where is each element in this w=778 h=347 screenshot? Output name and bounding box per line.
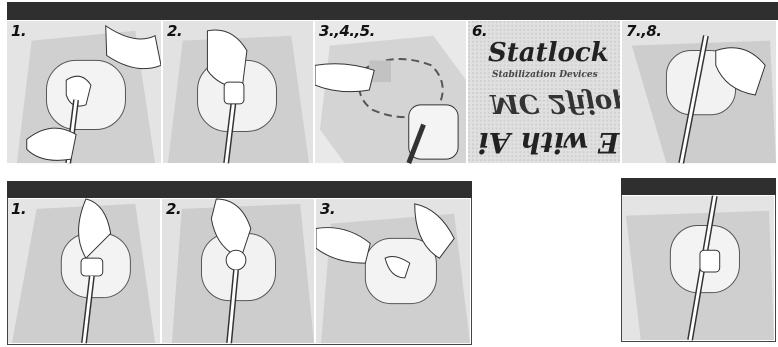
row2-header-bar [7, 181, 472, 198]
package-mirror-line-2: E with Ai [478, 126, 619, 159]
row1-panel-2-illustration [163, 20, 313, 164]
row1-panel-3-illustration [315, 20, 466, 164]
row1-step-6-label: 6. [472, 22, 487, 40]
package-subtitle: Stabilization Devices [492, 70, 598, 80]
row1-step-1-label: 1. [11, 22, 26, 40]
row1-panel-5: 7.,8. [622, 20, 778, 164]
row1-panel-3: 3.,4.,5. [315, 20, 468, 164]
row1-panel-5-illustration [622, 20, 776, 164]
row1-panel-1-illustration [7, 20, 161, 164]
package-mirror-line-1: MC 2fijop [490, 88, 622, 118]
row1-step-2-label: 2. [167, 22, 182, 40]
result-header-bar [621, 178, 776, 195]
row1-step-345-label: 3.,4.,5. [319, 22, 375, 40]
row1-step-78-label: 7.,8. [626, 22, 661, 40]
row1-panel-2: 2. [163, 20, 315, 164]
row1-panel-1: 1. [7, 20, 163, 164]
row1-panel-4: Statlock Stabilization Devices MC 2fijop… [468, 20, 622, 164]
result-frame [621, 195, 776, 342]
row2-frame [7, 198, 472, 345]
package-brand: Statlock [488, 38, 609, 68]
row1-header-bar [7, 2, 778, 20]
